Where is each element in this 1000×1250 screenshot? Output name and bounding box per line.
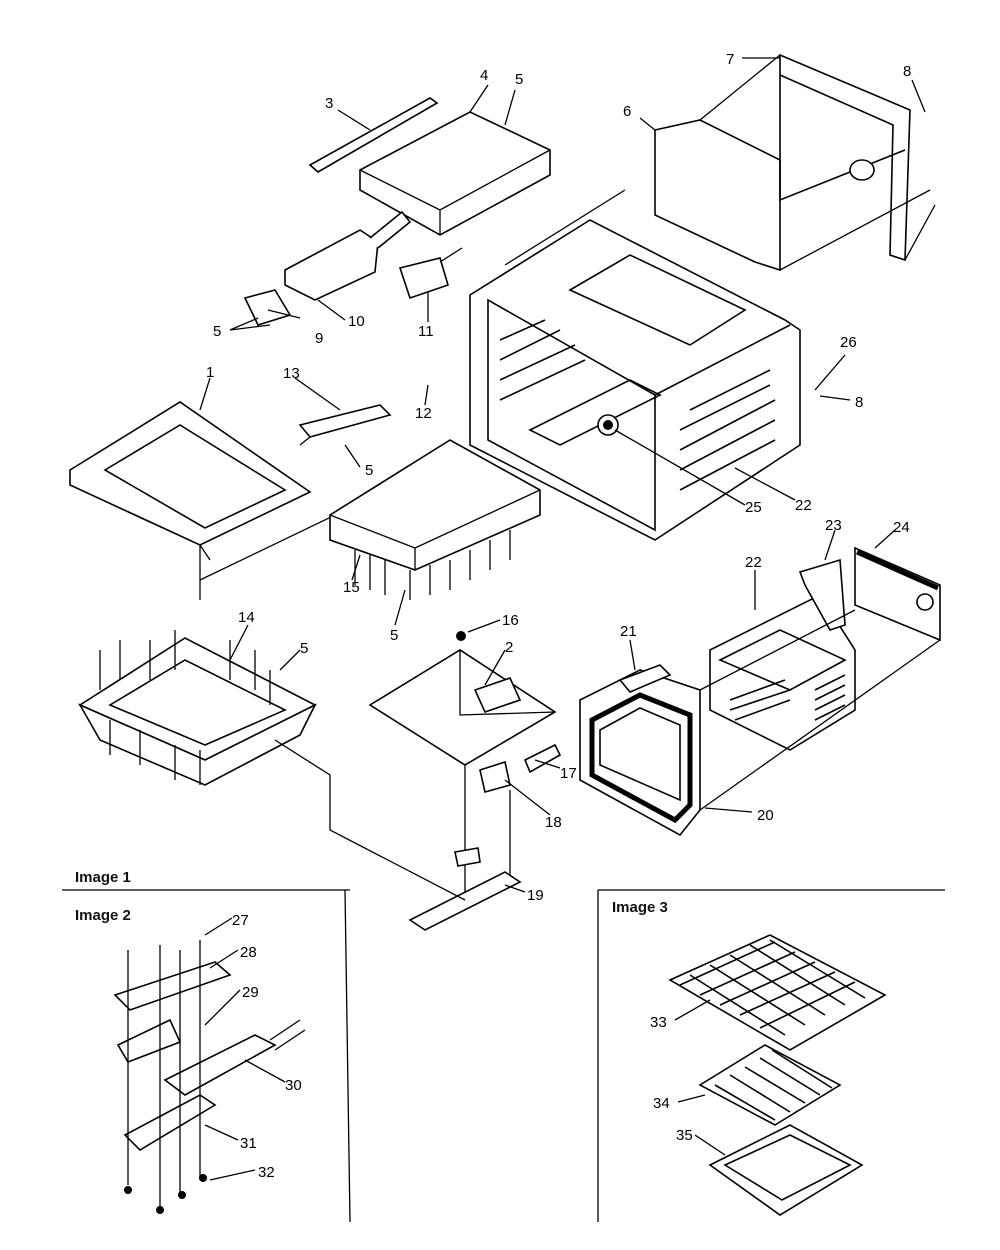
bottom-pan-part bbox=[78, 630, 317, 786]
element-part bbox=[243, 210, 412, 326]
callout-5-mid: 5 bbox=[365, 462, 373, 479]
frame-lines bbox=[62, 889, 945, 1223]
switch-part bbox=[398, 247, 463, 300]
lower-cabinet-part bbox=[579, 546, 941, 837]
callout-24: 24 bbox=[893, 519, 910, 536]
callout-32: 32 bbox=[258, 1164, 275, 1181]
callout-8-side: 8 bbox=[855, 394, 863, 411]
callout-28: 28 bbox=[240, 944, 257, 961]
callout-27: 27 bbox=[232, 912, 249, 929]
callout-26: 26 bbox=[840, 334, 857, 351]
callout-3: 3 bbox=[325, 95, 333, 112]
callout-5-top: 5 bbox=[515, 71, 523, 88]
callout-22-lower: 22 bbox=[745, 554, 762, 571]
callout-11: 11 bbox=[418, 323, 434, 340]
callout-10: 10 bbox=[348, 313, 365, 330]
callout-20: 20 bbox=[757, 807, 774, 824]
callout-8-top: 8 bbox=[903, 63, 911, 80]
callout-9: 9 bbox=[315, 330, 323, 347]
caption-image-3: Image 3 bbox=[612, 899, 668, 916]
leader-lines bbox=[199, 57, 926, 1181]
image2-parts bbox=[113, 940, 306, 1214]
oven-cavity-part bbox=[469, 189, 801, 541]
callout-23: 23 bbox=[825, 517, 842, 534]
callout-35: 35 bbox=[676, 1127, 693, 1144]
callout-13: 13 bbox=[283, 365, 300, 382]
callout-33: 33 bbox=[650, 1014, 667, 1031]
callout-1: 1 bbox=[206, 364, 214, 381]
callout-25: 25 bbox=[745, 499, 762, 516]
support-plate-part bbox=[329, 439, 541, 600]
callout-5-pan: 5 bbox=[300, 640, 308, 657]
callout-16: 16 bbox=[502, 612, 519, 629]
callout-17: 17 bbox=[560, 765, 577, 782]
callout-18: 18 bbox=[545, 814, 562, 831]
callout-22-upper: 22 bbox=[795, 497, 812, 514]
callout-5-bracket: 5 bbox=[213, 323, 221, 340]
callout-21: 21 bbox=[620, 623, 637, 640]
callout-7: 7 bbox=[726, 51, 734, 68]
baffle-part bbox=[274, 631, 562, 931]
caption-image-2: Image 2 bbox=[75, 907, 131, 924]
callout-15: 15 bbox=[343, 579, 360, 596]
callout-30: 30 bbox=[285, 1077, 302, 1094]
image3-parts bbox=[668, 934, 887, 1216]
callout-19: 19 bbox=[527, 887, 544, 904]
callout-5-support: 5 bbox=[390, 627, 398, 644]
rear-cabinet-part bbox=[654, 53, 936, 272]
top-cover-part bbox=[308, 97, 551, 236]
callout-14: 14 bbox=[238, 609, 255, 626]
callout-4: 4 bbox=[480, 67, 488, 84]
door-frame-part bbox=[69, 401, 312, 600]
callout-2: 2 bbox=[505, 639, 513, 656]
callout-31: 31 bbox=[240, 1135, 257, 1152]
callout-29: 29 bbox=[242, 984, 259, 1001]
callout-6: 6 bbox=[623, 103, 631, 120]
caption-image-1: Image 1 bbox=[75, 869, 131, 886]
callout-12: 12 bbox=[415, 405, 432, 422]
callout-34: 34 bbox=[653, 1095, 670, 1112]
